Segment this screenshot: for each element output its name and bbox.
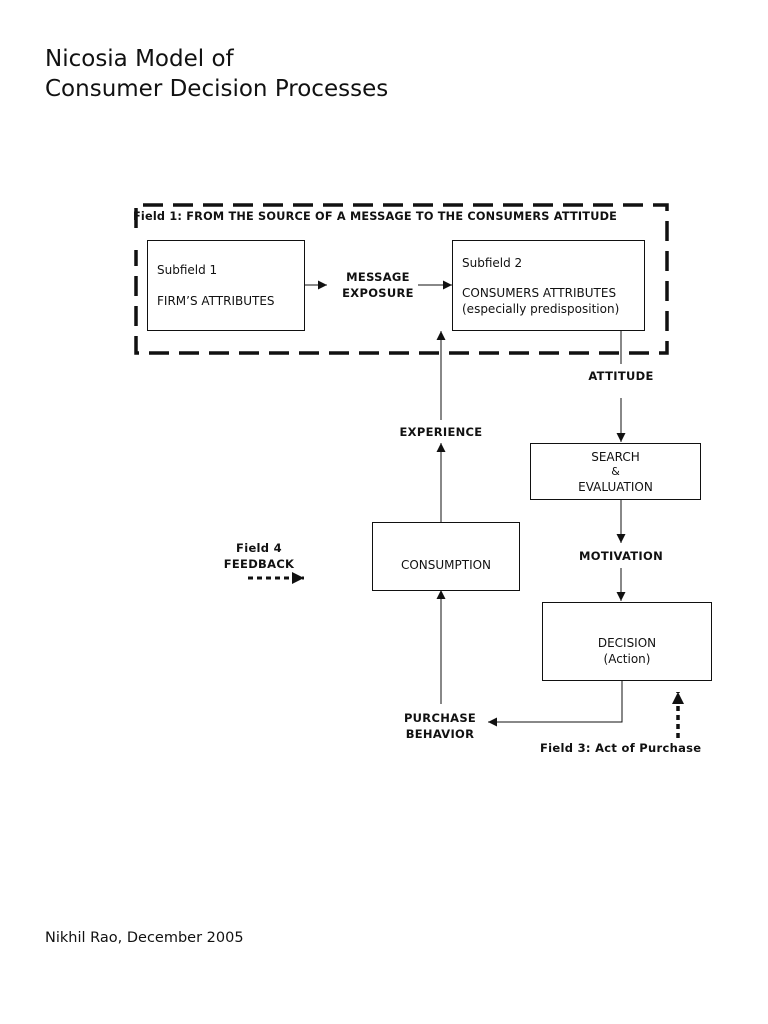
decision-box: DECISION (Action) xyxy=(542,602,712,681)
search-evaluation-line-3: EVALUATION xyxy=(578,480,653,494)
decision-line-2: (Action) xyxy=(603,652,651,666)
purchase-behavior-label: PURCHASE BEHAVIOR xyxy=(390,710,490,742)
experience-label: EXPERIENCE xyxy=(399,425,483,439)
title-line-2: Consumer Decision Processes xyxy=(45,76,389,102)
purchase-behavior-line-2: BEHAVIOR xyxy=(405,727,475,741)
message-exposure-label: MESSAGE EXPOSURE xyxy=(330,269,426,301)
subfield1-heading: Subfield 1 xyxy=(157,263,218,277)
field1-dashed-frame xyxy=(134,203,669,355)
attitude-label: ATTITUDE xyxy=(588,369,654,383)
field3-label: Field 3: Act of Purchase xyxy=(540,741,702,755)
subfield2-heading: Subfield 2 xyxy=(462,256,523,270)
motivation-label: MOTIVATION xyxy=(579,549,663,563)
decision-line-1: DECISION xyxy=(597,636,657,650)
field4-label: Field 4 FEEDBACK xyxy=(214,540,304,572)
subfield2-text-1: CONSUMERS ATTRIBUTES xyxy=(462,286,617,300)
subfield2-box: Subfield 2 CONSUMERS ATTRIBUTES (especia… xyxy=(452,240,645,331)
author-footer: Nikhil Rao, December 2005 xyxy=(45,930,244,946)
title-line-1: Nicosia Model of xyxy=(45,46,234,72)
search-evaluation-box: SEARCH & EVALUATION xyxy=(530,443,701,500)
message-exposure-line-2: EXPOSURE xyxy=(342,286,414,300)
subfield1-box: Subfield 1 FIRM’S ATTRIBUTES xyxy=(147,240,305,331)
search-evaluation-line-2: & xyxy=(611,465,620,478)
consumption-box: CONSUMPTION xyxy=(372,522,520,591)
field1-label: Field 1: FROM THE SOURCE OF A MESSAGE TO… xyxy=(133,210,618,223)
subfield1-text: FIRM’S ATTRIBUTES xyxy=(157,294,275,308)
message-exposure-line-1: MESSAGE xyxy=(346,270,410,284)
purchase-behavior-line-1: PURCHASE xyxy=(403,711,477,725)
field4-line-2: FEEDBACK xyxy=(223,557,295,571)
field4-line-1: Field 4 xyxy=(236,541,282,555)
search-evaluation-line-1: SEARCH xyxy=(591,450,640,464)
arrow-decision-to-purchase xyxy=(488,680,623,727)
page-title: Nicosia Model of Consumer Decision Proce… xyxy=(45,44,388,104)
subfield2-text-2: (especially predisposition) xyxy=(462,302,620,316)
consumption-text: CONSUMPTION xyxy=(400,558,492,572)
